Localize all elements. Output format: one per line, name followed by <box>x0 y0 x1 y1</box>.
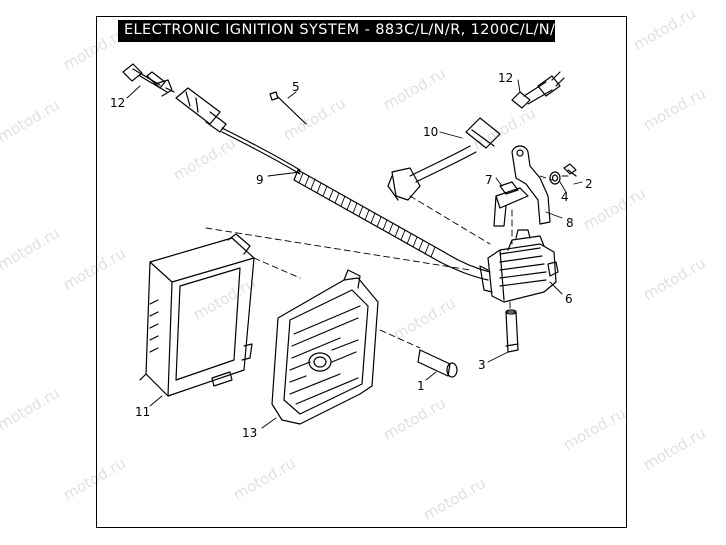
ignition-coil <box>479 229 559 303</box>
diagram-title: ELECTRONIC IGNITION SYSTEM - 883C/L/N/R,… <box>124 22 556 38</box>
callout-5: 5 <box>292 80 300 94</box>
callout-10: 10 <box>423 125 438 139</box>
callout-12-right: 12 <box>498 71 513 85</box>
bolt-part-1 <box>417 349 458 378</box>
ignition-module <box>139 233 255 397</box>
callout-3: 3 <box>478 358 486 372</box>
callout-1: 1 <box>417 379 425 393</box>
screw-part-5 <box>269 91 307 125</box>
callout-8: 8 <box>566 216 574 230</box>
callout-2: 2 <box>585 177 593 191</box>
spark-plug-lead <box>221 127 301 171</box>
callout-11: 11 <box>135 405 150 419</box>
spark-plug-right <box>511 71 565 109</box>
leader-lines <box>126 79 583 429</box>
callout-6: 6 <box>565 292 573 306</box>
conduit-ribs <box>298 172 436 258</box>
lead-conduit <box>293 169 445 263</box>
nut-part-7 <box>499 181 519 195</box>
coil-bracket <box>493 145 551 227</box>
spark-plug-left <box>122 63 175 97</box>
callout-13: 13 <box>242 426 257 440</box>
diagram-frame <box>96 16 627 528</box>
title-bar: ELECTRONIC IGNITION SYSTEM - 883C/L/N/R,… <box>118 20 555 42</box>
module-cover <box>271 269 379 425</box>
callout-7: 7 <box>485 173 493 187</box>
screw-part-2 <box>563 163 577 177</box>
bolt-part-3 <box>505 309 519 353</box>
spark-plug-lead-short <box>387 117 501 201</box>
callout-4: 4 <box>561 190 569 204</box>
callout-9: 9 <box>256 173 264 187</box>
plug-boot-left <box>175 87 227 133</box>
callout-12-left: 12 <box>110 96 125 110</box>
assembly-lines <box>205 175 569 349</box>
washer-part-4 <box>549 171 561 185</box>
callout-labels: 1 2 3 4 5 6 7 8 9 10 11 12 12 13 <box>110 71 593 440</box>
